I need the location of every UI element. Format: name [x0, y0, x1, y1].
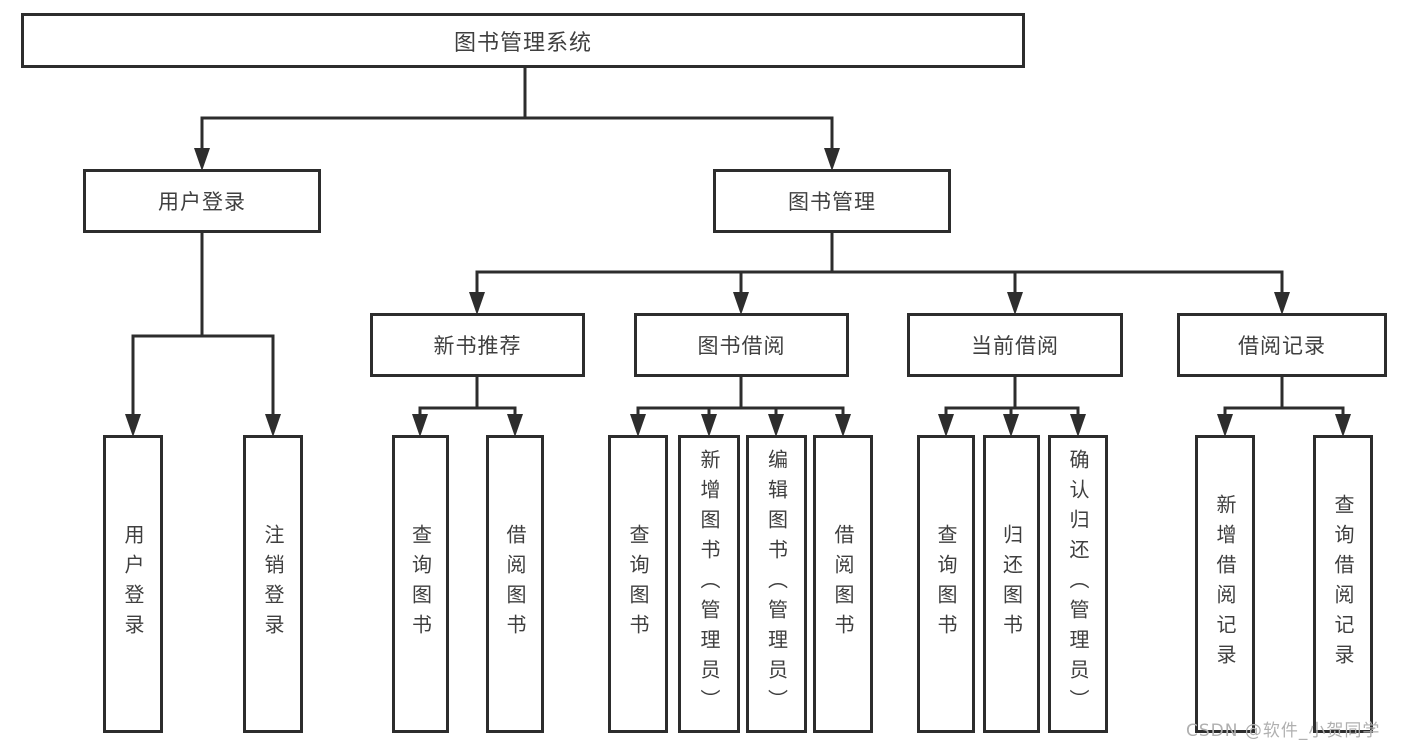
node-library-system: 图书管理系统 [21, 13, 1025, 68]
node-book-borrowing: 图书借阅 [634, 313, 849, 377]
leaf-query-books-current: 查询图书 [917, 435, 975, 733]
node-book-management: 图书管理 [713, 169, 951, 233]
leaf-add-book-admin: 新增图书（管理员） [678, 435, 740, 733]
leaf-edit-book-admin: 编辑图书（管理员） [746, 435, 807, 733]
leaf-borrow-books-recommend: 借阅图书 [486, 435, 544, 733]
leaf-query-borrow-record: 查询借阅记录 [1313, 435, 1373, 733]
leaf-borrow-books-borrowing: 借阅图书 [813, 435, 873, 733]
watermark: CSDN @软件_小贺同学 [1186, 721, 1381, 741]
leaf-return-book: 归还图书 [983, 435, 1040, 733]
leaf-logout: 注销登录 [243, 435, 303, 733]
node-borrow-records: 借阅记录 [1177, 313, 1387, 377]
leaf-query-books-borrowing: 查询图书 [608, 435, 668, 733]
leaf-user-login: 用户登录 [103, 435, 163, 733]
node-user-login: 用户登录 [83, 169, 321, 233]
node-new-book-recommend: 新书推荐 [370, 313, 585, 377]
node-current-borrowing: 当前借阅 [907, 313, 1123, 377]
arrowheads [125, 148, 1351, 437]
leaf-query-books-recommend: 查询图书 [392, 435, 449, 733]
leaf-add-borrow-record: 新增借阅记录 [1195, 435, 1255, 733]
leaf-confirm-return-admin: 确认归还（管理员） [1048, 435, 1108, 733]
